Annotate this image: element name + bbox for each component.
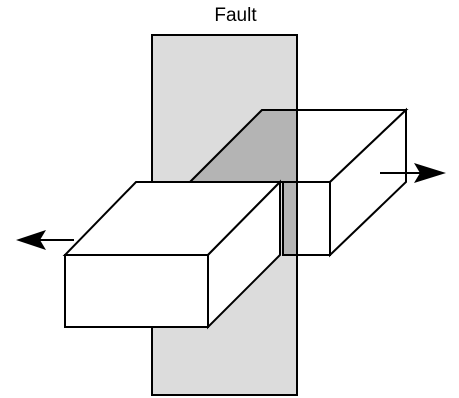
left-block	[62, 179, 283, 330]
fault-contact-side	[282, 181, 298, 256]
left-motion-arrow	[16, 230, 74, 250]
right-motion-arrow	[380, 163, 446, 183]
fault-label: Fault	[214, 5, 257, 26]
